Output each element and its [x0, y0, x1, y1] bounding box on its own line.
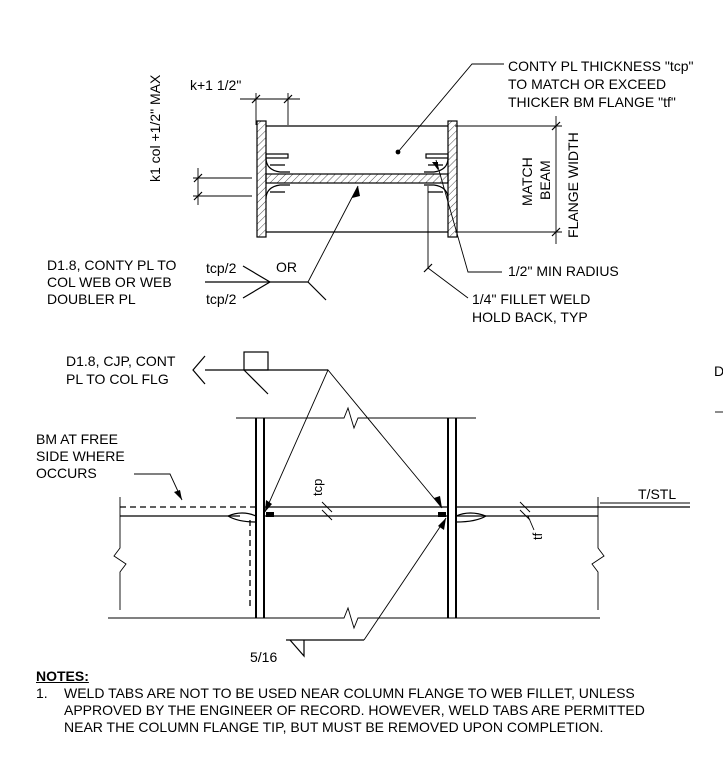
- free-side-line-2: SIDE WHERE: [36, 448, 125, 464]
- flange-width-label: FLANGE WIDTH: [565, 132, 581, 238]
- notes-title: NOTES:: [36, 668, 89, 684]
- left-column-flange-elev: [255, 418, 265, 618]
- k1-dimension-label: k1 col +1/2" MAX: [147, 74, 163, 182]
- match-label: MATCH: [519, 157, 535, 206]
- weld-spec-line-2: COL WEB OR WEB: [47, 274, 172, 290]
- edge-letter: D: [714, 363, 723, 379]
- right-column-flange: [447, 120, 458, 238]
- tstl-label: T/STL: [638, 486, 676, 502]
- note-item: 1. WELD TABS ARE NOT TO BE USED NEAR COL…: [36, 685, 716, 736]
- radius-note: 1/2" MIN RADIUS: [508, 263, 619, 279]
- beam-label: BEAM: [537, 160, 553, 200]
- notes-block: NOTES: 1. WELD TABS ARE NOT TO BE USED N…: [36, 668, 716, 736]
- left-column-flange: [256, 120, 267, 238]
- tcp-half-bottom: tcp/2: [206, 291, 237, 307]
- k-dimension-label: k+1 1/2": [190, 77, 241, 93]
- tcp-note-line-3: THICKER BM FLANGE "tf": [508, 94, 676, 110]
- note-text: WELD TABS ARE NOT TO BE USED NEAR COLUMN…: [64, 685, 716, 736]
- note-line-3: NEAR THE COLUMN FLANGE TIP, BUT MUST BE …: [64, 719, 604, 735]
- cjp-note-line-1: D1.8, CJP, CONT: [66, 353, 176, 369]
- tcp-half-top: tcp/2: [206, 260, 237, 276]
- tcp-note-line-2: TO MATCH OR EXCEED: [508, 76, 666, 92]
- tcp-note-line-1: CONTY PL THICKNESS "tcp": [508, 58, 694, 74]
- note-number: 1.: [36, 685, 48, 701]
- weld-spec-line-3: DOUBLER PL: [47, 291, 136, 307]
- weld-spec-line-1: D1.8, CONTY PL TO: [47, 257, 177, 273]
- note-line-1: WELD TABS ARE NOT TO BE USED NEAR COLUMN…: [64, 685, 635, 701]
- fillet-note-line-2: HOLD BACK, TYP: [472, 309, 588, 325]
- weld-size-label: 5/16: [250, 649, 277, 665]
- plan-view: [193, 63, 562, 301]
- tf-label: tf: [530, 532, 545, 540]
- note-line-2: APPROVED BY THE ENGINEER OF RECORD. HOWE…: [64, 702, 645, 718]
- fillet-weld-mark: [432, 162, 438, 170]
- column-web: [265, 173, 449, 184]
- tcp-label: tcp: [310, 479, 325, 496]
- fillet-note-line-1: 1/4" FILLET WELD: [472, 291, 590, 307]
- elevation-view: [108, 351, 723, 658]
- cjp-note-line-2: PL TO COL FLG: [66, 371, 169, 387]
- free-side-line-1: BM AT FREE: [36, 431, 118, 447]
- free-side-line-3: OCCURS: [36, 465, 97, 481]
- right-column-flange-elev: [447, 418, 457, 618]
- or-label: OR: [276, 259, 297, 275]
